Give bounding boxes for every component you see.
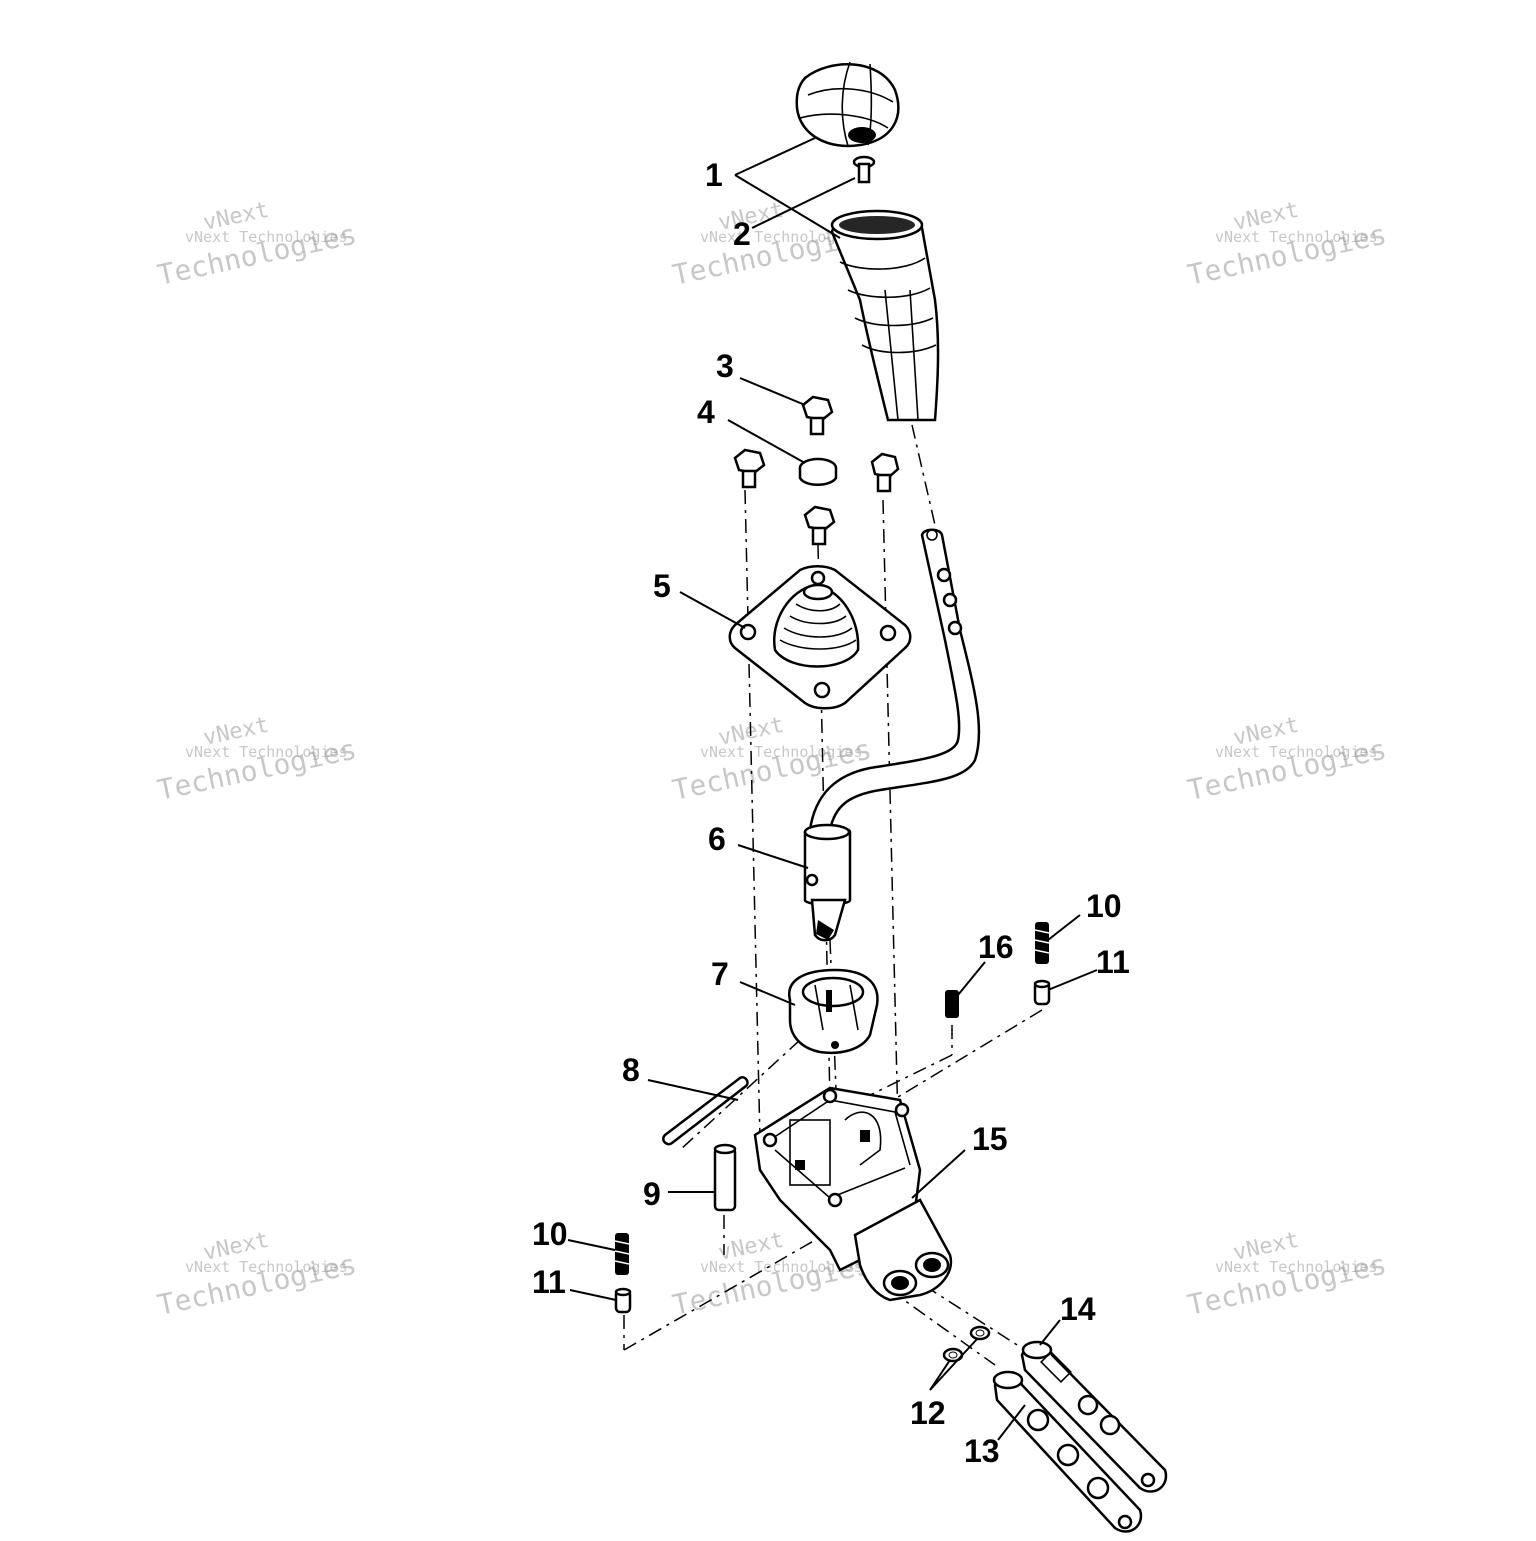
callout-1: 1 [705,157,723,193]
bolt [870,452,900,493]
svg-text:vNext Technologies: vNext Technologies [1215,228,1378,246]
callout-8: 8 [622,1052,640,1088]
watermark: vNext vNext Technologies Technologies [1185,198,1390,292]
callout-13: 13 [964,1433,1000,1469]
callouts: 1 2 3 4 5 6 7 8 9 10 10 11 11 12 13 14 1… [532,157,1130,1469]
detent-plunger [1033,979,1051,1006]
set-screw [945,990,959,1018]
o-ring [942,1347,964,1363]
callout-6: 6 [708,821,726,857]
shift-knob [795,61,900,148]
callout-5: 5 [653,568,671,604]
detent-plunger [614,1287,632,1314]
callout-10: 10 [1086,888,1122,924]
svg-text:vNext Technologies: vNext Technologies [185,228,348,246]
shift-lever [803,528,981,942]
callout-15: 15 [972,1121,1008,1157]
callout-16: 16 [978,929,1014,965]
watermark: vNext vNext Technologies Technologies [1185,1228,1390,1322]
clamp-ring [798,457,838,486]
callout-12: 12 [910,1395,946,1431]
callout-3: 3 [716,348,734,384]
leader-lines [567,137,1098,1441]
callout-4: 4 [697,394,715,430]
boot-plate [728,565,912,710]
callout-10: 10 [532,1216,568,1252]
svg-text:vNext Technologies: vNext Technologies [185,1258,348,1276]
callout-2: 2 [733,216,751,252]
watermark: vNext vNext Technologies Technologies [155,1228,360,1322]
shift-shaft [992,1370,1143,1533]
callout-14: 14 [1060,1291,1096,1327]
watermark: vNext vNext Technologies Technologies [155,713,360,807]
svg-text:vNext Technologies: vNext Technologies [700,1258,863,1276]
o-ring [969,1325,991,1341]
callout-9: 9 [643,1176,661,1212]
watermark: vNext vNext Technologies Technologies [155,198,360,292]
svg-text:vNext Technologies: vNext Technologies [1215,743,1378,761]
spring [614,1233,630,1275]
callout-11: 11 [1096,944,1130,980]
bolt [803,505,836,546]
screw [852,155,876,184]
watermark: vNext vNext Technologies Technologies [1185,713,1390,807]
callout-7: 7 [711,956,729,992]
shifter-housing [753,1086,953,1302]
dowel [713,1143,737,1212]
svg-text:vNext Technologies: vNext Technologies [1215,1258,1378,1276]
pin [662,1076,749,1146]
svg-text:vNext Technologies: vNext Technologies [185,743,348,761]
knob-boot [830,209,940,422]
callout-11: 11 [532,1264,566,1300]
spring [1034,922,1050,964]
svg-text:vNext Technologies: vNext Technologies [700,228,863,246]
bolt [733,448,766,489]
bolt [801,395,834,436]
shift-shaft [1020,1340,1168,1493]
pivot-housing [787,968,879,1054]
